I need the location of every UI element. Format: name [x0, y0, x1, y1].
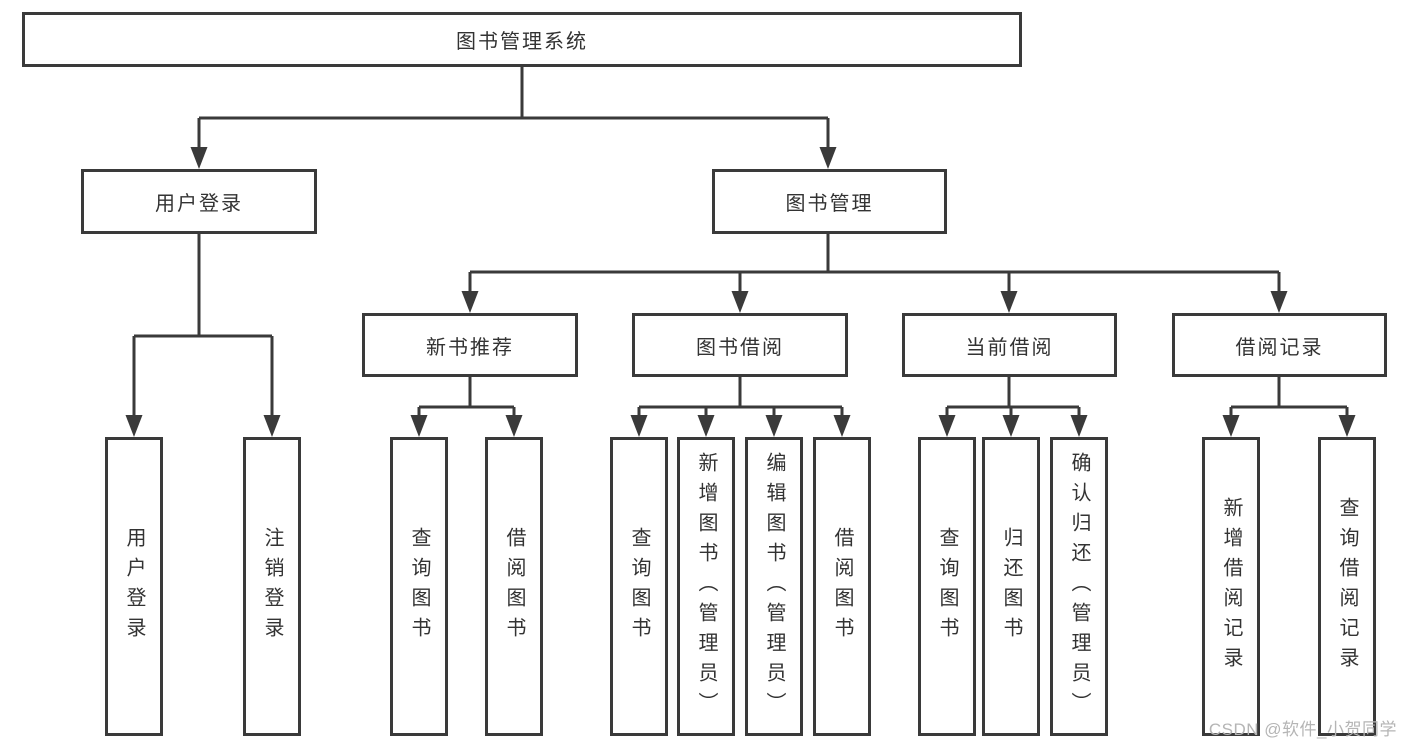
leaf-newbook-query-books: 查询图书	[390, 437, 448, 736]
leaf-user-login: 用户登录	[105, 437, 163, 736]
leaf-borrow-add-books-admin-label: 新增图书（管理员）	[695, 451, 717, 722]
node-user-login: 用户登录	[81, 169, 317, 234]
node-book-management-label: 图书管理	[785, 193, 874, 215]
node-book-management: 图书管理	[712, 169, 947, 234]
leaf-borrow-add-books-admin: 新增图书（管理员）	[677, 437, 735, 736]
leaf-current-confirm-return-admin: 确认归还（管理员）	[1050, 437, 1108, 736]
leaf-current-query-books-label: 查询图书	[936, 526, 958, 647]
leaf-borrow-borrow-books-label: 借阅图书	[831, 526, 853, 647]
node-new-book-recommend: 新书推荐	[362, 313, 578, 377]
leaf-current-query-books: 查询图书	[918, 437, 976, 736]
node-borrow-records: 借阅记录	[1172, 313, 1387, 377]
leaf-borrow-edit-books-admin-label: 编辑图书（管理员）	[763, 451, 785, 722]
leaf-borrow-query-books: 查询图书	[610, 437, 668, 736]
node-current-borrow: 当前借阅	[902, 313, 1117, 377]
node-user-login-label: 用户登录	[155, 193, 243, 215]
node-borrow-records-label: 借阅记录	[1235, 336, 1324, 359]
leaf-logout-login: 注销登录	[243, 437, 301, 736]
leaf-current-return-books-label: 归还图书	[1000, 526, 1022, 647]
node-book-borrow: 图书借阅	[632, 313, 848, 377]
leaf-borrow-edit-books-admin: 编辑图书（管理员）	[745, 437, 803, 736]
leaf-user-login-label: 用户登录	[123, 526, 145, 647]
leaf-borrow-query-books-label: 查询图书	[628, 526, 650, 647]
leaf-current-confirm-return-admin-label: 确认归还（管理员）	[1068, 451, 1090, 722]
node-root: 图书管理系统	[22, 12, 1022, 67]
leaf-records-query-record-label: 查询借阅记录	[1336, 496, 1358, 677]
leaf-records-add-record-label: 新增借阅记录	[1220, 496, 1242, 677]
leaf-newbook-borrow-books-label: 借阅图书	[503, 526, 525, 647]
leaf-current-return-books: 归还图书	[982, 437, 1040, 736]
leaf-borrow-borrow-books: 借阅图书	[813, 437, 871, 736]
leaf-logout-login-label: 注销登录	[261, 526, 283, 647]
node-new-book-recommend-label: 新书推荐	[426, 336, 514, 359]
node-root-label: 图书管理系统	[456, 31, 588, 53]
leaf-records-query-record: 查询借阅记录	[1318, 437, 1376, 736]
leaf-newbook-borrow-books: 借阅图书	[485, 437, 543, 736]
watermark-text: CSDN @软件_小贺同学	[1208, 720, 1397, 739]
leaf-records-add-record: 新增借阅记录	[1202, 437, 1260, 736]
node-current-borrow-label: 当前借阅	[965, 336, 1054, 359]
leaf-newbook-query-books-label: 查询图书	[408, 526, 430, 647]
node-book-borrow-label: 图书借阅	[696, 336, 784, 359]
